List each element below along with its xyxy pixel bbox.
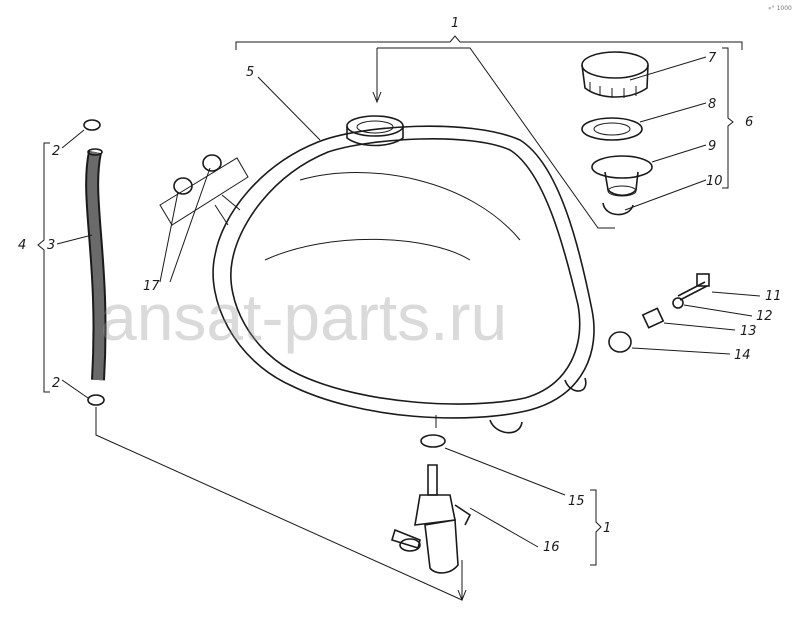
label-8: 8 [708,97,716,112]
label-2-top: 2 [52,144,60,159]
valve-gasket [420,434,446,448]
fuel-valve [391,464,472,574]
label-1-bottom: 1 [603,521,611,536]
label-11: 11 [765,289,782,304]
label-9: 9 [708,139,716,154]
watermark: ansat-parts.ru [100,280,507,354]
adapter-fitting [641,307,665,329]
filler-strainer [591,155,653,197]
label-1-top: 1 [451,16,459,31]
label-15: 15 [568,494,585,509]
label-6: 6 [745,115,753,130]
corner-mark: «° 1000 [768,5,792,12]
hose-clamp-top [83,119,101,131]
fuel-tank-body [212,115,595,434]
label-12: 12 [756,309,773,324]
fuel-hose [85,148,107,381]
label-5: 5 [246,65,254,80]
label-14: 14 [734,348,751,363]
hose-clamp-bottom [87,394,105,406]
threaded-boss [608,331,632,353]
label-17: 17 [143,279,160,294]
drain-bolt [677,273,710,301]
label-7: 7 [708,51,717,66]
label-4: 4 [18,238,26,253]
label-10: 10 [706,174,723,189]
cap-gasket [581,117,643,141]
label-16: 16 [543,540,560,555]
leader-lines [37,35,761,602]
label-13: 13 [740,324,757,339]
label-2-bottom: 2 [52,376,60,391]
label-3: 3 [47,238,55,253]
rubber-bushings [159,154,249,226]
filler-cap [581,51,649,98]
washer [672,297,684,309]
